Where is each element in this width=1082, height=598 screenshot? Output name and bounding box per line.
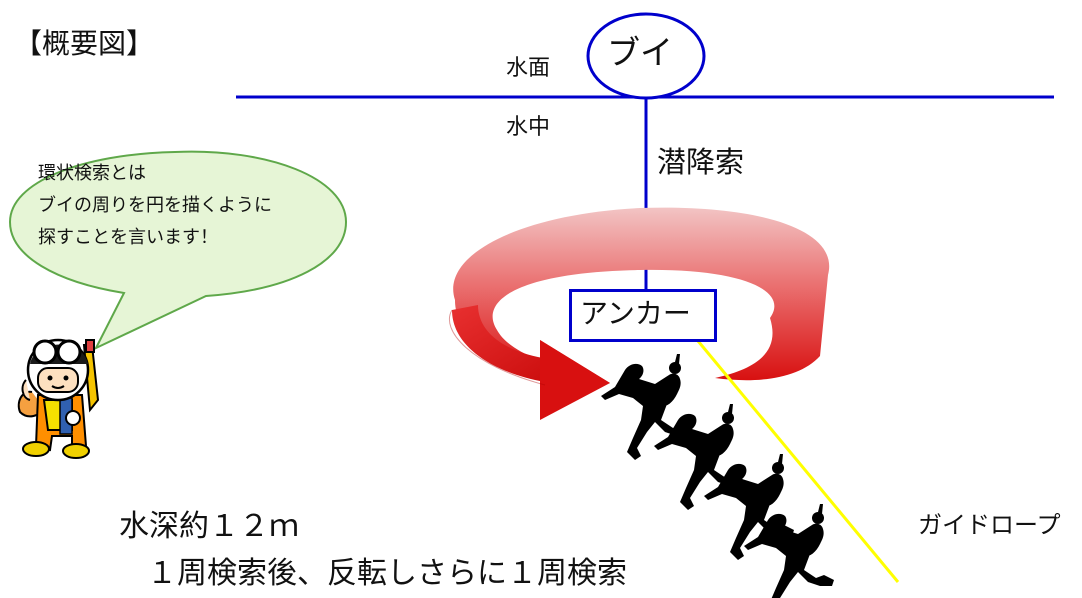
anchor-label: アンカー: [580, 297, 691, 330]
descent-line-label: 潜降索: [657, 145, 745, 179]
buoy-label: ブイ: [607, 33, 673, 72]
buoy-icon: [586, 12, 706, 100]
speech-bubble-line: ブイの周りを円を描くように: [38, 195, 272, 216]
speech-bubble: [8, 150, 348, 351]
cartoon-diver-icon: [17, 338, 100, 459]
depth-label: 水深約１２ｍ: [119, 509, 299, 544]
speech-bubble-text: 環状検索とは ブイの周りを円を描くように 探すことを言います！: [38, 158, 348, 254]
speech-bubble-line: 探すことを言います！: [38, 227, 218, 248]
underwater-label: 水中: [506, 115, 551, 140]
search-procedure-label: １周検索後、反転しさらに１周検索: [147, 556, 627, 591]
speech-bubble-line: 環状検索とは: [38, 163, 146, 184]
water-surface-label: 水面: [506, 56, 551, 81]
diagram-title: 【概要図】: [14, 27, 155, 60]
anchor-box: [569, 289, 717, 342]
guide-rope-line: [662, 299, 900, 583]
guide-rope-label: ガイドロープ: [918, 511, 1061, 539]
circular-search-arrow-icon: [448, 207, 830, 420]
